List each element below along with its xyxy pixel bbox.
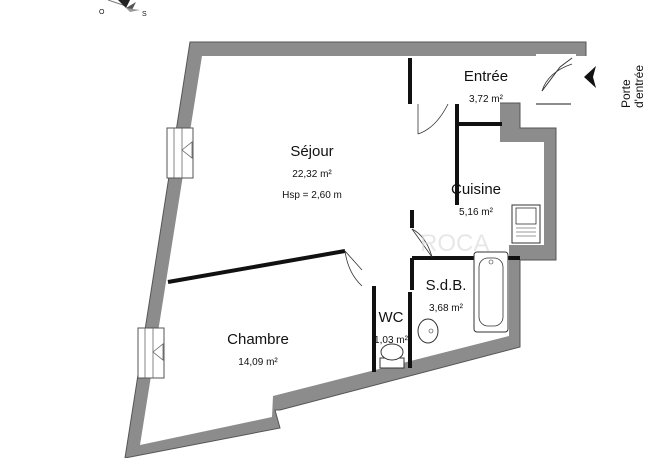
door-swings xyxy=(344,103,449,287)
room-name-chambre: Chambre xyxy=(227,331,289,348)
room-cuisine: Cuisine 5,16 m² xyxy=(451,181,501,218)
room-area-entree: 3,72 m² xyxy=(469,94,504,105)
bathtub-icon xyxy=(473,251,509,333)
entry-door xyxy=(536,54,576,105)
room-sejour: Séjour 22,32 m² Hsp = 2,60 m xyxy=(282,143,342,201)
compass-icon: O S xyxy=(99,0,147,18)
entry-arrow-icon xyxy=(584,66,596,88)
room-name-sejour: Séjour xyxy=(290,143,333,160)
room-area-sdb: 3,68 m² xyxy=(429,303,464,314)
room-name-sdb: S.d.B. xyxy=(426,277,467,294)
compass-letter-south: S xyxy=(142,11,147,18)
room-area-wc: 1,03 m² xyxy=(374,335,409,346)
room-sdb: S.d.B. 3,68 m² xyxy=(426,277,467,314)
kitchen-sink-icon xyxy=(511,204,541,244)
toilet-icon xyxy=(379,343,405,369)
watermark: ROCA xyxy=(420,230,489,257)
room-area-sejour: 22,32 m² xyxy=(292,169,332,180)
room-name-wc: WC xyxy=(379,309,404,326)
room-name-cuisine: Cuisine xyxy=(451,181,501,198)
window-lower-icon xyxy=(137,327,165,379)
window-upper-icon xyxy=(166,127,194,179)
room-wc: WC 1,03 m² xyxy=(374,309,409,346)
interior-floor xyxy=(140,56,588,445)
room-height-sejour: Hsp = 2,60 m xyxy=(282,190,342,201)
room-entree: Entrée 3,72 m² xyxy=(464,68,508,105)
room-area-chambre: 14,09 m² xyxy=(238,357,278,368)
room-chambre: Chambre 14,09 m² xyxy=(227,331,289,368)
entry-label-line2: d'entrée xyxy=(632,65,646,108)
room-area-cuisine: 5,16 m² xyxy=(459,207,494,218)
room-name-entree: Entrée xyxy=(464,68,508,85)
entry-label-line1: Porte xyxy=(619,79,633,108)
outer-walls xyxy=(124,41,588,458)
compass-letter-west: O xyxy=(99,9,105,16)
washbasin-icon xyxy=(417,318,439,344)
